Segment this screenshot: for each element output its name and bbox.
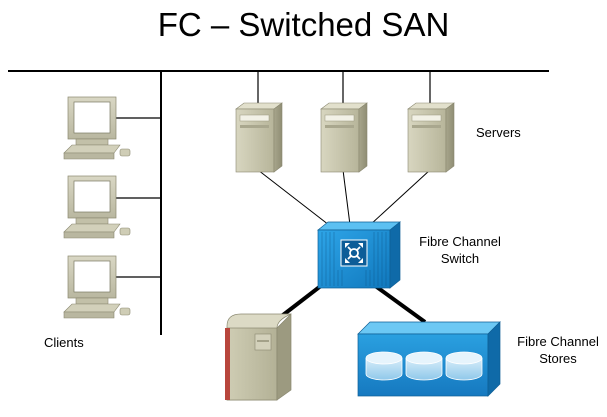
switch-arrows-icon — [347, 246, 361, 260]
server-icon — [320, 102, 368, 173]
disk-cylinder-icon — [405, 351, 443, 381]
stores-label: Fibre Channel Stores — [508, 333, 607, 367]
storage-link-line — [372, 283, 427, 324]
stores-label-line2: Stores — [539, 351, 577, 366]
disk-cylinder-icon — [365, 351, 403, 381]
switch-label: Fibre Channel Switch — [410, 233, 510, 267]
switch-label-line2: Switch — [440, 251, 480, 266]
storage-array-icon — [357, 321, 501, 397]
server-icon — [235, 102, 283, 173]
server-icon — [407, 102, 455, 173]
client-computer-icon — [63, 255, 131, 319]
tower-storage-icon — [225, 313, 292, 401]
clients-label: Clients — [44, 335, 84, 350]
fibre-link-line — [342, 169, 351, 226]
fibre-channel-switch-icon — [317, 221, 401, 289]
fibre-link-line — [257, 169, 330, 226]
stores-label-line1: Fibre Channel — [517, 334, 599, 349]
switch-label-line1: Fibre Channel — [419, 234, 501, 249]
disk-cylinder-icon — [445, 351, 483, 381]
servers-label: Servers — [476, 125, 521, 140]
fibre-link-line — [369, 169, 431, 226]
slide-title: FC – Switched SAN — [157, 6, 450, 43]
client-computer-icon — [63, 175, 131, 239]
client-computer-icon — [63, 96, 131, 160]
